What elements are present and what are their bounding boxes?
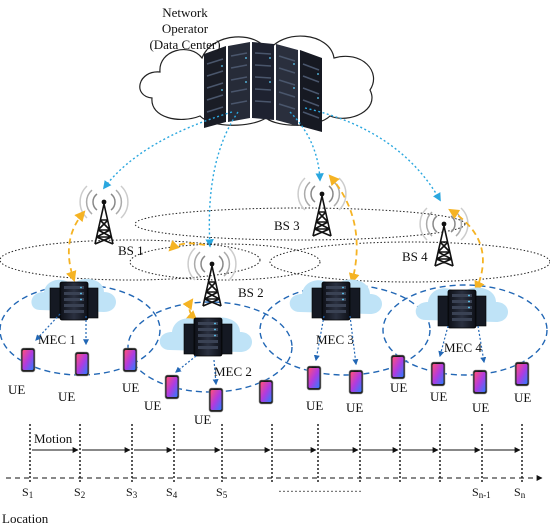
phone-icon [514,361,530,387]
link-dc-bs3 [289,111,324,182]
coverage-bs2 [129,243,321,281]
link-mec4-ue [438,325,449,358]
position-markers [29,424,523,482]
base-station-2: BS 2 [187,247,264,307]
coverage-bs1 [0,239,261,281]
operator-label-line3: (Data Center) [149,37,220,52]
link-mec3-ue [349,315,359,366]
ue-label: UE [194,412,211,427]
position-ellipsis: ………………… [278,481,362,495]
phone-icon [348,369,364,395]
link-mec3-ue [313,315,325,362]
ue-label: UE [122,380,139,395]
link-mec2-ue [175,355,197,373]
mec-server-icon [437,289,487,329]
base-station-4: BS 4 [402,207,469,267]
phone-icon [472,369,488,395]
phone-icon [164,374,180,400]
position-s5: S5 [216,485,228,500]
mec-ue-links [35,313,487,386]
base-station-1: BS 1 [79,185,144,258]
phone-icon [20,347,36,373]
link-mec2-ue [212,359,219,386]
motion-label: Motion [34,431,73,446]
ue-label: UE [390,380,407,395]
phone-icon [430,361,446,387]
mec-server-icon [49,281,99,321]
position-s4: S4 [166,485,178,500]
position-sn: Sn [514,485,526,500]
link-bs1-mec1 [66,210,86,283]
phone-icon [258,379,274,405]
position-s3: S3 [126,485,138,500]
link-dc-bs4 [304,107,441,202]
phone-icon [208,387,224,413]
antenna-tower-icon [187,247,237,307]
phone-icon [306,365,322,391]
ue-label: UE [430,389,447,404]
coverage-bs3 [134,207,466,241]
operator-label-line1: Network [162,5,208,20]
ue-label: UE [472,400,489,415]
bs2-label: BS 2 [238,285,264,300]
mec4-label: MEC 4 [444,340,482,355]
position-sn-1: Sn-1 [472,485,491,500]
coverage-bs4 [269,241,550,283]
antenna-tower-icon [79,185,129,245]
bs4-label: BS 4 [402,249,428,264]
position-s2: S2 [74,485,85,500]
data-center: Network Operator (Data Center) [139,5,375,132]
operator-label-line2: Operator [162,21,209,36]
mec2-label: MEC 2 [214,364,252,379]
location-timeline: Motion S1 S2 S3 S4 S5 ………………… Sn-1 Sn Lo… [2,424,543,526]
bs3-label: BS 3 [274,218,300,233]
phone-icon [122,347,138,373]
mec1-coverage [0,284,161,376]
mec-server-icon [311,281,361,321]
mec1-label: MEC 1 [38,332,76,347]
link-mec1-ue [35,313,61,341]
bs-mec-links [66,174,485,322]
mec3-label: MEC 3 [316,332,354,347]
mec-3: MEC 3 [289,279,382,347]
mec-server-icon [183,317,233,357]
ue-label: UE [306,398,323,413]
phone-icon [390,354,406,380]
mec-2: MEC 2 [159,317,252,379]
link-bs3-mec3 [328,174,360,285]
link-bs4-mec4 [448,208,485,292]
backhaul-links [102,107,441,248]
link-bs2-mec2-b [168,240,206,252]
position-s1: S1 [22,485,33,500]
ue-label: UE [346,400,363,415]
ue-label: UE [144,398,161,413]
server-rack-icon [204,42,322,132]
ue-label: UE [514,390,531,405]
mec-4: MEC 4 [415,287,508,355]
user-equipments [20,347,530,413]
base-station-3: BS 3 [274,177,347,237]
phone-icon [74,351,90,377]
bs1-label: BS 1 [118,243,144,258]
ue-label: UE [58,389,75,404]
link-dc-bs2 [205,111,239,248]
mec-1: MEC 1 [31,278,117,347]
location-label: Location [2,511,49,526]
ue-labels: UE UE UE UE UE UE UE UE UE UE UE [8,380,531,427]
ue-label: UE [8,382,25,397]
